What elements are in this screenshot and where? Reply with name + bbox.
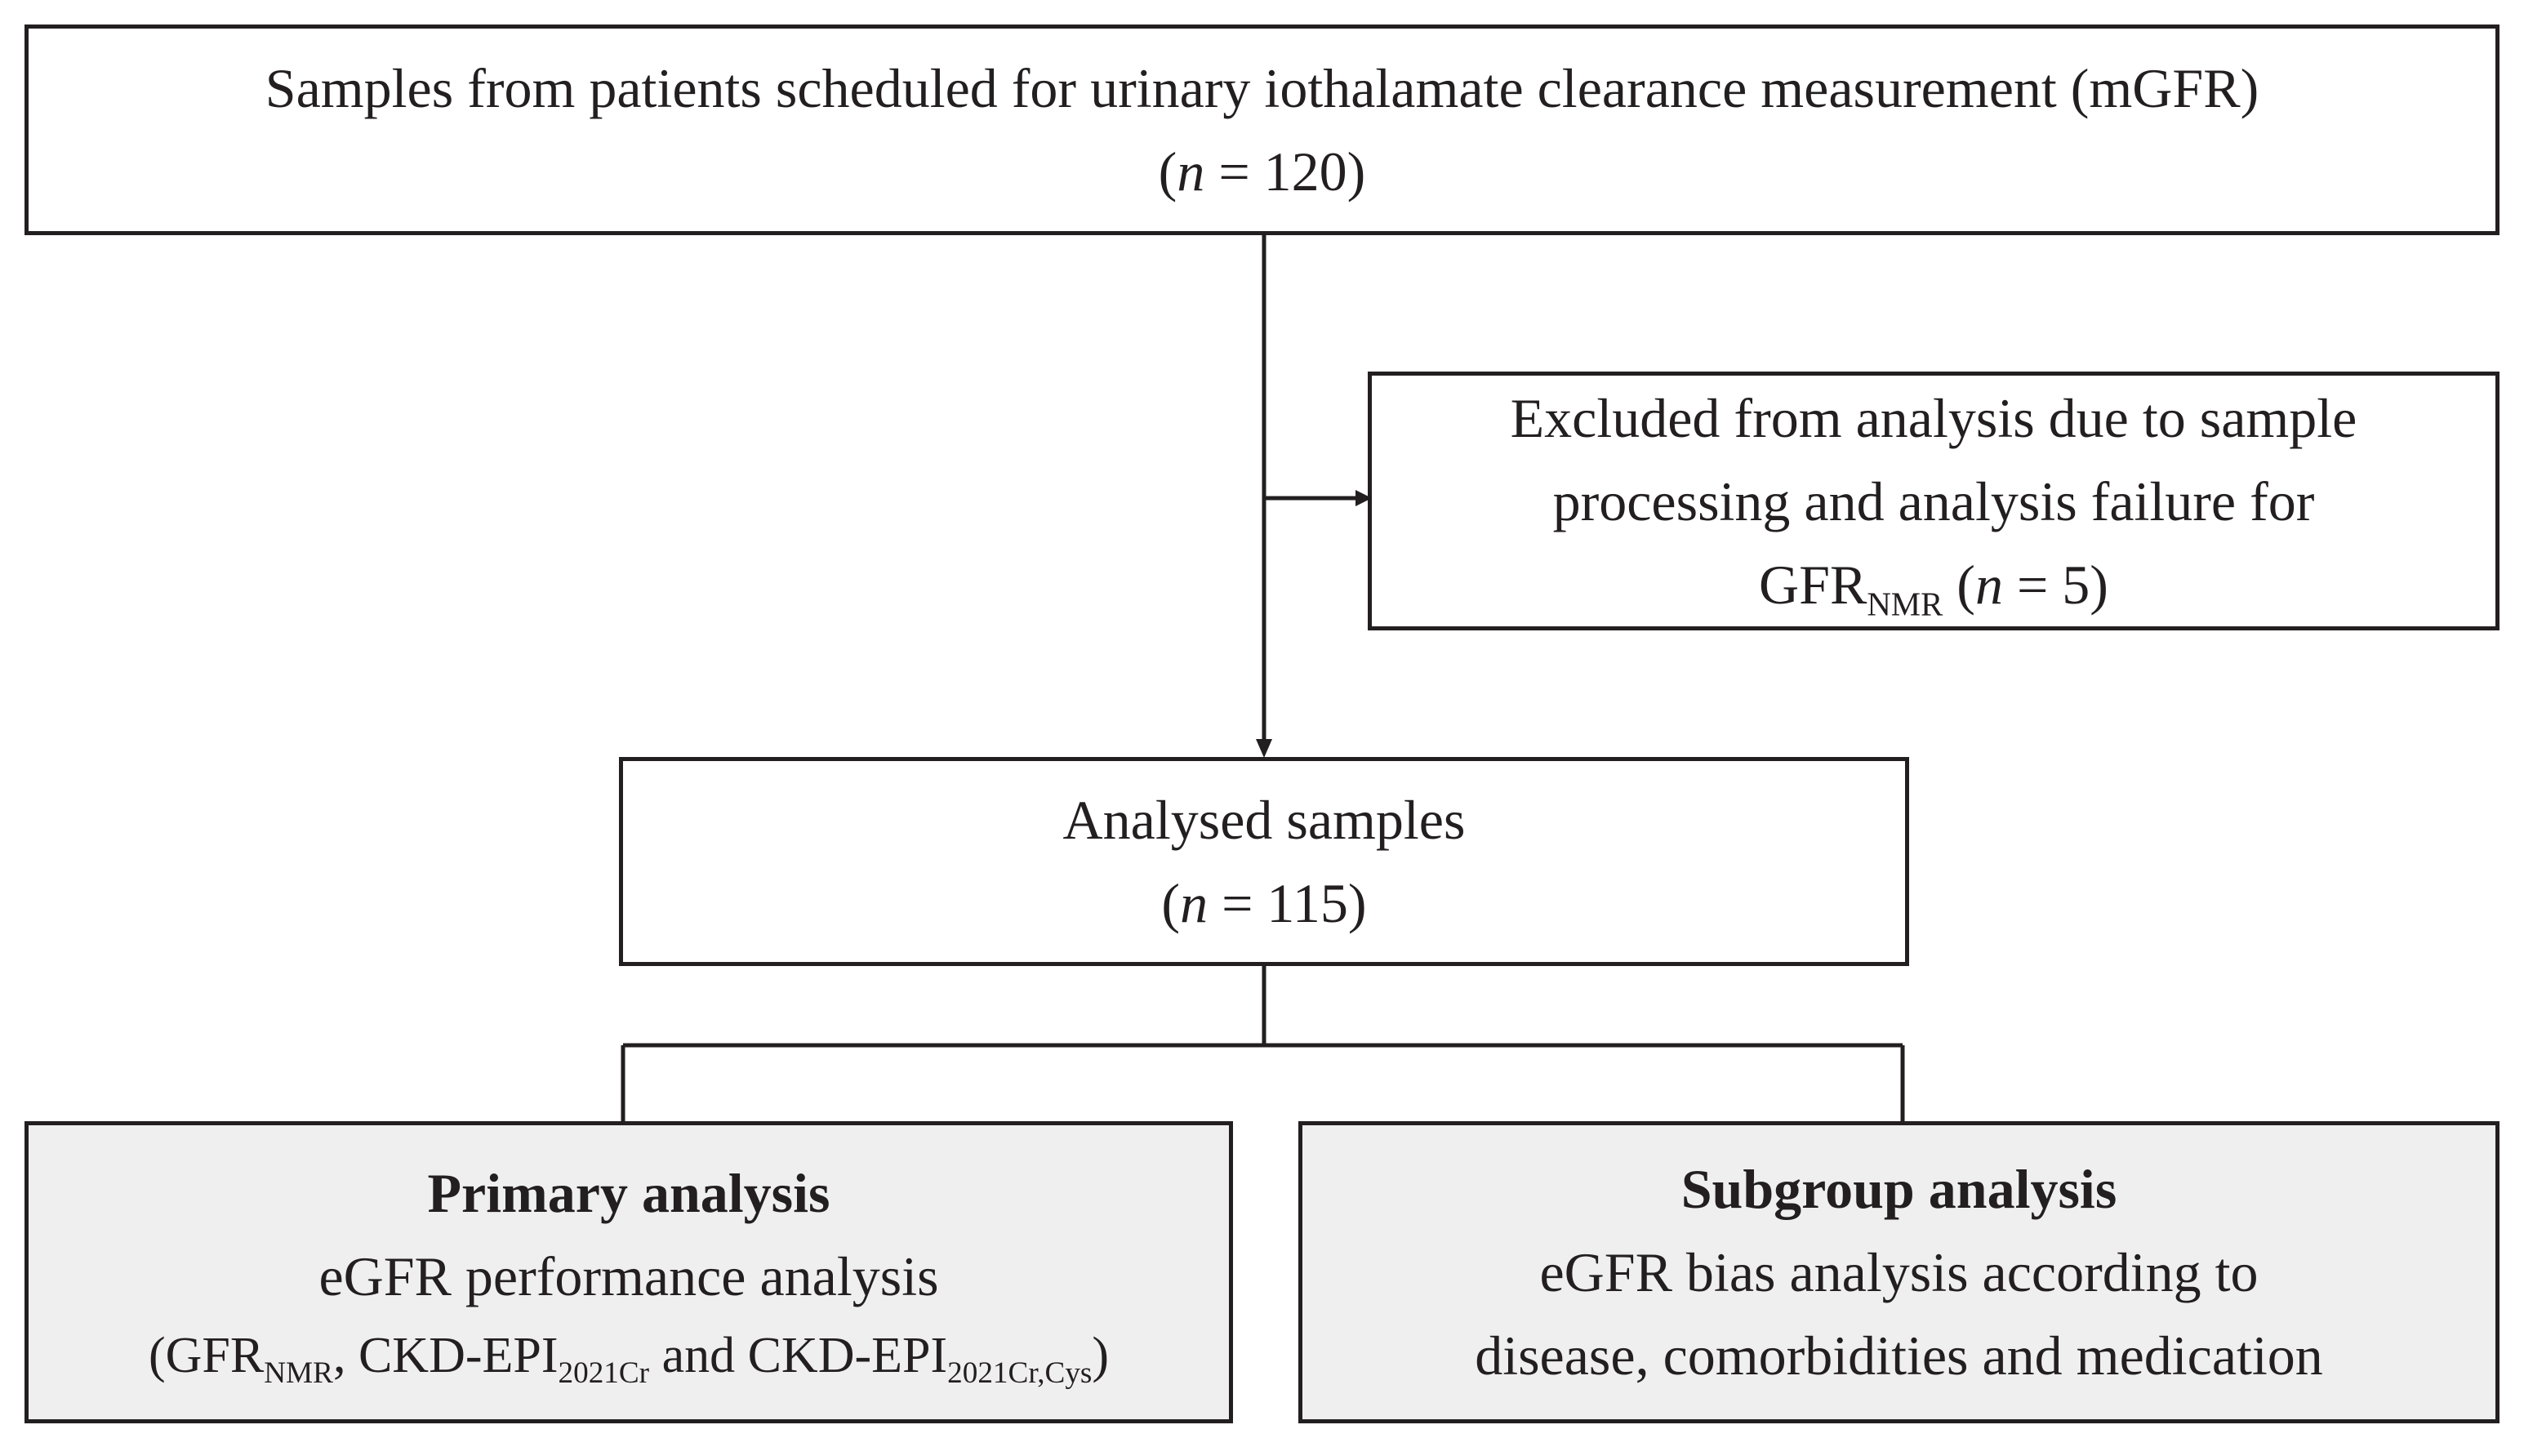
arrowhead-analysed [1256,739,1272,758]
count-value: = 5) [2002,553,2108,616]
primary-analysis-box: Primary analysis eGFR performance analys… [24,1121,1233,1423]
analysed-box: Analysed samples (n = 115) [619,757,1909,966]
subgroup-analysis-line2: eGFR bias analysis according to [1539,1241,2259,1303]
method-gfr: (GFR [148,1327,265,1383]
count-n: n [1177,140,1205,203]
count-paren-open: ( [1161,872,1181,934]
method-ckd-epi-cr-subscript: 2021Cr [558,1356,650,1390]
method-ckd-epi-crcys-subscript: 2021Cr,Cys [947,1356,1093,1390]
samples-box-title: Samples from patients scheduled for urin… [265,57,2259,119]
subgroup-analysis-box: Subgroup analysis eGFR bias analysis acc… [1298,1121,2500,1423]
excluded-box-line3: GFRNMR (n = 5) [1759,543,2108,626]
count-paren-open: ( [1158,140,1177,203]
gfr-subscript: NMR [1867,585,1943,622]
count-value: = 115) [1208,872,1367,934]
gfr-label: GFR [1759,553,1867,616]
primary-analysis-subtitle: eGFR performance analysis [318,1245,939,1307]
method-ckd-epi-2: and CKD-EPI [649,1327,948,1383]
count-n: n [1180,872,1209,934]
excluded-box-line2: processing and analysis failure for [1552,470,2315,532]
analysed-box-title: Analysed samples [1062,789,1466,851]
method-paren-close: ) [1092,1327,1110,1383]
arrowhead-excluded [1355,490,1372,506]
method-gfr-subscript: NMR [264,1356,333,1390]
excluded-box-line1: Excluded from analysis due to sample [1510,386,2357,449]
samples-box-count: (n = 120) [1159,130,1366,213]
samples-box: Samples from patients scheduled for urin… [24,24,2500,235]
count-n: n [1974,553,2003,616]
count-paren-open: ( [1943,553,1975,616]
primary-analysis-methods: (GFRNMR, CKD-EPI2021Cr and CKD-EPI2021Cr… [149,1318,1109,1394]
subgroup-analysis-line3: disease, comorbidities and medication [1475,1325,2323,1387]
analysed-box-count: (n = 115) [1161,862,1366,945]
subgroup-analysis-title: Subgroup analysis [1680,1158,2117,1220]
primary-analysis-title: Primary analysis [427,1161,830,1224]
excluded-box: Excluded from analysis due to sample pro… [1368,372,2500,630]
method-ckd-epi: , CKD-EPI [332,1327,559,1383]
count-value: = 120) [1204,140,1366,203]
